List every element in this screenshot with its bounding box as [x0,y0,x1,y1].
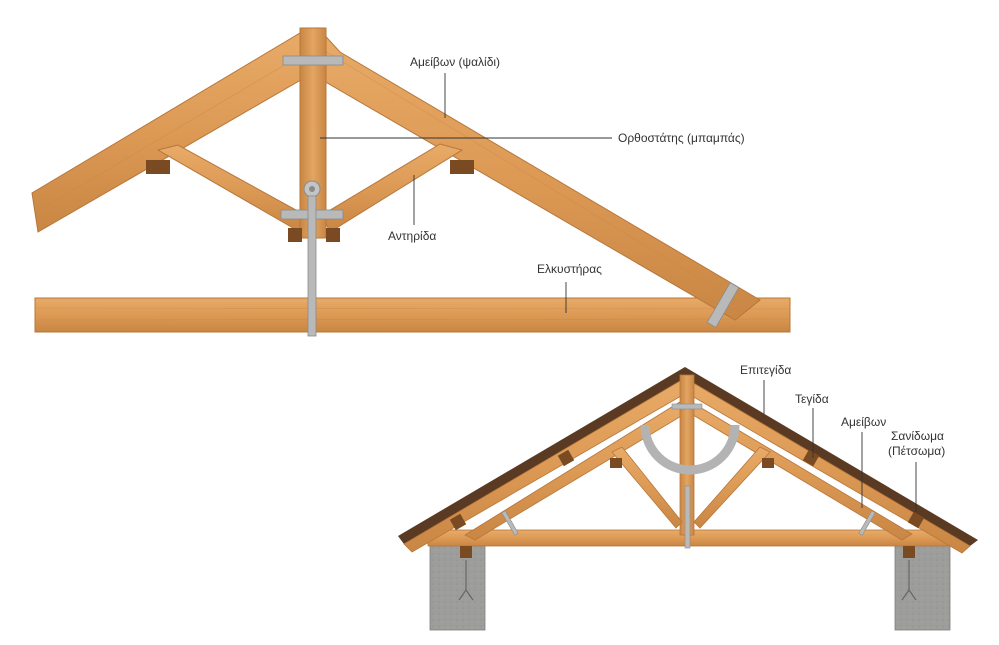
bottom-apex-plate [671,403,703,410]
top-hanger-strap [307,195,317,337]
label-elkystiras: Ελκυστήρας [537,262,602,276]
label-antiridia: Αντηρίδα [388,229,436,243]
bottom-block [460,546,472,558]
top-block [326,228,340,242]
top-leader-lines [320,73,612,313]
bottom-side-brace [501,510,519,536]
bottom-block [762,458,774,468]
top-heel-plate [706,282,740,328]
left-wall [429,544,486,631]
bottom-side-brace [858,510,876,536]
bottom-block [610,458,622,468]
bottom-block [903,546,915,558]
bottom-left-inner-rafter [464,399,689,541]
top-tie-beam [34,297,791,333]
bottom-right-strut [693,446,771,529]
top-block [288,228,302,242]
bottom-purlin [557,449,575,467]
label-orthostatis: Ορθοστάτης (μπαμπάς) [618,131,745,145]
bottom-left-strut [611,446,683,529]
top-block [450,160,474,174]
label-petsoma: (Πέτσωμα) [888,444,945,458]
bottom-leader-lines [763,380,917,512]
bottom-purlin [449,513,467,531]
label-sanidoma: Σανίδωμα [891,429,944,443]
label-ameivon-psalidi: Αμείβων (ψαλίδι) [410,55,500,69]
right-wall [894,544,951,631]
label-tegida: Τεγίδα [795,392,829,406]
bottom-purlin [907,511,925,529]
label-ameivon: Αμείβων [841,415,886,429]
bottom-purlin [802,449,820,467]
top-block [146,160,170,174]
top-apex-plate [282,55,344,66]
top-truss: Αμείβων (ψαλίδι) Ορθοστάτης (μπαμπάς) Αν… [31,27,791,337]
bottom-arc-brace [640,424,740,475]
bottom-left-rafter [403,377,689,553]
label-epitegida: Επιτεγίδα [740,363,791,377]
bottom-truss: Επιτεγίδα Τεγίδα Αμείβων Σανίδωμα (Πέτσω… [398,363,978,631]
bottom-hanger [684,485,691,549]
top-right-rafter [304,27,761,321]
